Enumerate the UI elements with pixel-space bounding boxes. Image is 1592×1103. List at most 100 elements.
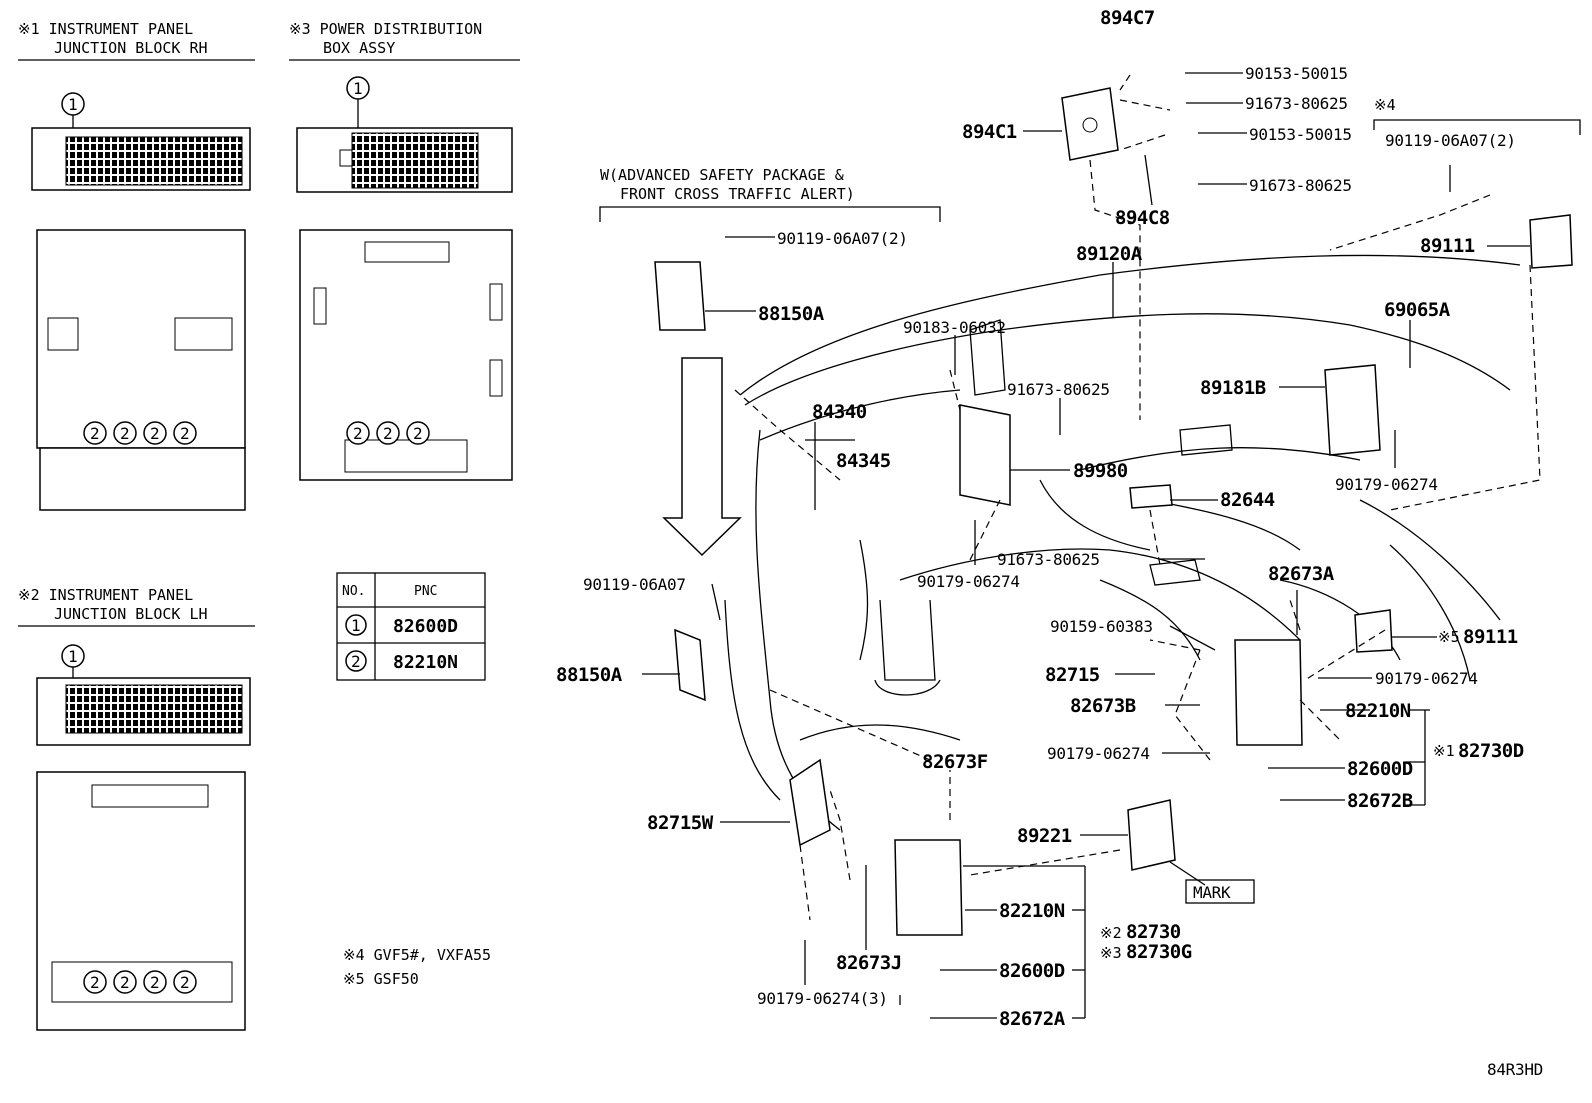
component-89221 [1127,799,1176,871]
svg-text:1: 1 [68,647,77,666]
figure-code: 84R3HD [1487,1060,1543,1079]
svg-text:2: 2 [90,424,99,443]
label-82672B: 82672B [1347,790,1413,812]
label-82673B: 82673B [1070,695,1136,717]
label-90153-a: 90153-50015 [1245,64,1348,83]
callout-2-row-pdb: 2 2 2 [346,421,430,445]
label-82673A: 82673A [1268,563,1335,585]
label-82210N-b: 82210N [999,900,1065,922]
junction-block-rh-drawing: 1 2 2 2 2 [31,92,251,511]
part-labels: 894C7 90153-50015 91673-80625 894C1 9015… [556,7,1581,1030]
bracket-mark-4 [1373,119,1581,135]
svg-text:NO.: NO. [342,584,365,599]
svg-text:82210N: 82210N [393,652,458,673]
label-mark-5: ※5 [1438,628,1460,646]
svg-text:2: 2 [90,973,99,992]
label-89181B: 89181B [1200,377,1266,399]
label-82673J: 82673J [836,952,902,974]
svg-text:JUNCTION BLOCK RH: JUNCTION BLOCK RH [54,39,208,57]
power-distribution-box-drawing: 1 2 2 2 [296,76,513,481]
component-88150A-bottom [674,628,706,702]
svg-text:1: 1 [353,79,362,98]
label-mark: MARK [1193,883,1231,902]
label-82730: 82730 [1126,921,1181,943]
label-82715: 82715 [1045,664,1100,686]
label-89120A: 89120A [1076,243,1143,265]
svg-text:1: 1 [68,95,77,114]
label-90119-a: 90119-06A07(2) [777,229,908,248]
component-82644 [1129,484,1173,509]
svg-text:PNC: PNC [414,584,437,599]
svg-text:JUNCTION BLOCK LH: JUNCTION BLOCK LH [54,605,208,623]
assembly-lines [734,74,1541,921]
label-90179-b: 90179-06274 [917,572,1020,591]
label-mark-1: ※1 [1433,742,1455,760]
label-90179-d: 90179-06274 [1047,744,1150,763]
label-91673-b: 91673-80625 [1249,176,1352,195]
label-91673-a: 91673-80625 [1245,94,1348,113]
svg-text:2: 2 [120,424,129,443]
svg-text:2: 2 [150,973,159,992]
component-82730 [894,839,963,936]
label-90179-a: 90179-06274 [1335,475,1438,494]
inset-header-pdb: ※3 POWER DISTRIBUTION BOX ASSY [289,20,520,61]
svg-text:2: 2 [413,424,422,443]
label-84345: 84345 [836,450,891,472]
svg-text:1: 1 [351,616,360,635]
dashboard-outline [724,254,1521,831]
component-89181B [1324,364,1381,456]
label-91673-c: 91673-80625 [1007,380,1110,399]
callout-2-row-rh: 2 2 2 2 [83,421,197,445]
label-mark-2: ※2 [1100,924,1122,942]
label-89111-a: 89111 [1420,235,1475,257]
group-advanced-safety: W(ADVANCED SAFETY PACKAGE & FRONT CROSS … [599,166,941,222]
label-82673F: 82673F [922,751,988,773]
label-91673-d: 91673-80625 [997,550,1100,569]
label-82730D: 82730D [1458,740,1524,762]
label-89111-b: 89111 [1463,626,1518,648]
svg-text:2: 2 [120,973,129,992]
svg-text:FRONT CROSS TRAFFIC ALERT): FRONT CROSS TRAFFIC ALERT) [620,185,855,203]
label-82210N-a: 82210N [1345,700,1411,722]
label-90183: 90183-06032 [903,318,1006,337]
label-mark-3: ※3 [1100,944,1122,962]
down-arrow [662,357,742,557]
svg-text:BOX ASSY: BOX ASSY [323,39,395,57]
label-90119-c: 90119-06A07 [583,575,686,594]
note-5: ※5 GSF50 [343,970,419,988]
label-82715W: 82715W [647,812,714,834]
inset-header-ipjb-rh: ※1 INSTRUMENT PANEL JUNCTION BLOCK RH [18,20,255,61]
svg-text:2: 2 [353,424,362,443]
svg-text:2: 2 [383,424,392,443]
svg-text:2: 2 [180,973,189,992]
label-894C1: 894C1 [962,121,1017,143]
label-69065A: 69065A [1384,299,1451,321]
inset-header-ipjb-lh: ※2 INSTRUMENT PANEL JUNCTION BLOCK LH [18,586,255,627]
label-89221: 89221 [1017,825,1072,847]
svg-text:※3 POWER DISTRIBUTION: ※3 POWER DISTRIBUTION [289,20,482,38]
component-89111-lower [1354,609,1393,653]
label-mark-4: ※4 [1374,96,1396,114]
label-82644: 82644 [1220,489,1275,511]
svg-text:82600D: 82600D [393,616,458,637]
svg-text:※2 INSTRUMENT PANEL: ※2 INSTRUMENT PANEL [18,586,193,604]
mark-box [1185,879,1255,904]
label-82600D-b: 82600D [999,960,1065,982]
junction-block-lh-drawing: 1 2 2 2 2 [36,644,251,1031]
component-82730D [1234,639,1303,746]
note-4: ※4 GVF5#, VXFA55 [343,946,491,964]
callout-2-row-lh: 2 2 2 2 [83,970,197,994]
label-90179-c: 90179-06274 [1375,669,1478,688]
label-88150A-top: 88150A [758,303,825,325]
label-90159: 90159-60383 [1050,617,1153,636]
pnc-table: NO. PNC 1 82600D 2 82210N [336,572,486,681]
svg-text:2: 2 [150,424,159,443]
label-89980: 89980 [1073,460,1128,482]
label-90119-b: 90119-06A07(2) [1385,131,1516,150]
label-90153-b: 90153-50015 [1249,125,1352,144]
label-894C8: 894C8 [1115,207,1170,229]
svg-text:W(ADVANCED SAFETY PACKAGE &: W(ADVANCED SAFETY PACKAGE & [600,166,844,184]
component-89111-side [1529,214,1573,269]
